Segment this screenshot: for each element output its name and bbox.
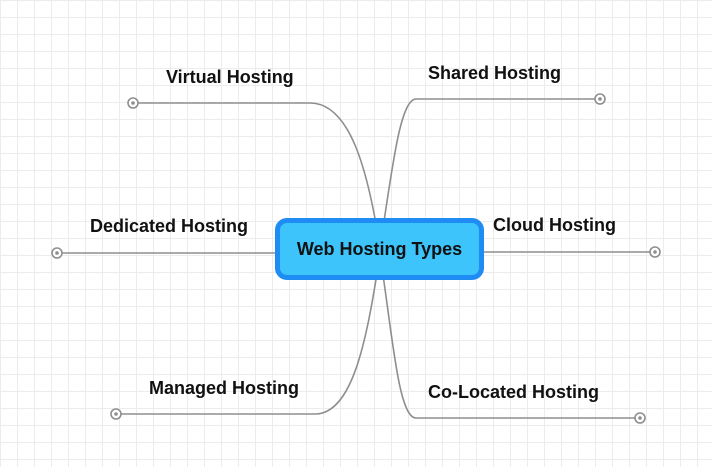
branch-label-colocated-hosting[interactable]: Co-Located Hosting [428, 382, 599, 402]
branch-label-virtual-hosting[interactable]: Virtual Hosting [166, 67, 294, 87]
endpoint-cloud-hosting[interactable] [649, 246, 661, 258]
branch-label-dedicated-hosting[interactable]: Dedicated Hosting [90, 216, 249, 236]
root-node[interactable]: Web Hosting Types [275, 218, 484, 280]
endpoint-shared-hosting[interactable] [594, 93, 606, 105]
root-node-label: Web Hosting Types [296, 238, 463, 259]
branch-label-cloud-hosting[interactable]: Cloud Hosting [493, 215, 616, 235]
endpoint-colocated-hosting[interactable] [634, 412, 646, 424]
endpoint-managed-hosting[interactable] [110, 408, 122, 420]
branch-label-shared-hosting[interactable]: Shared Hosting [428, 63, 562, 83]
connector-managed-hosting [116, 254, 381, 415]
branch-label-managed-hosting[interactable]: Managed Hosting [149, 378, 300, 398]
connector-colocated-hosting [379, 254, 640, 419]
endpoint-virtual-hosting[interactable] [127, 97, 139, 109]
endpoint-dedicated-hosting[interactable] [51, 247, 63, 259]
